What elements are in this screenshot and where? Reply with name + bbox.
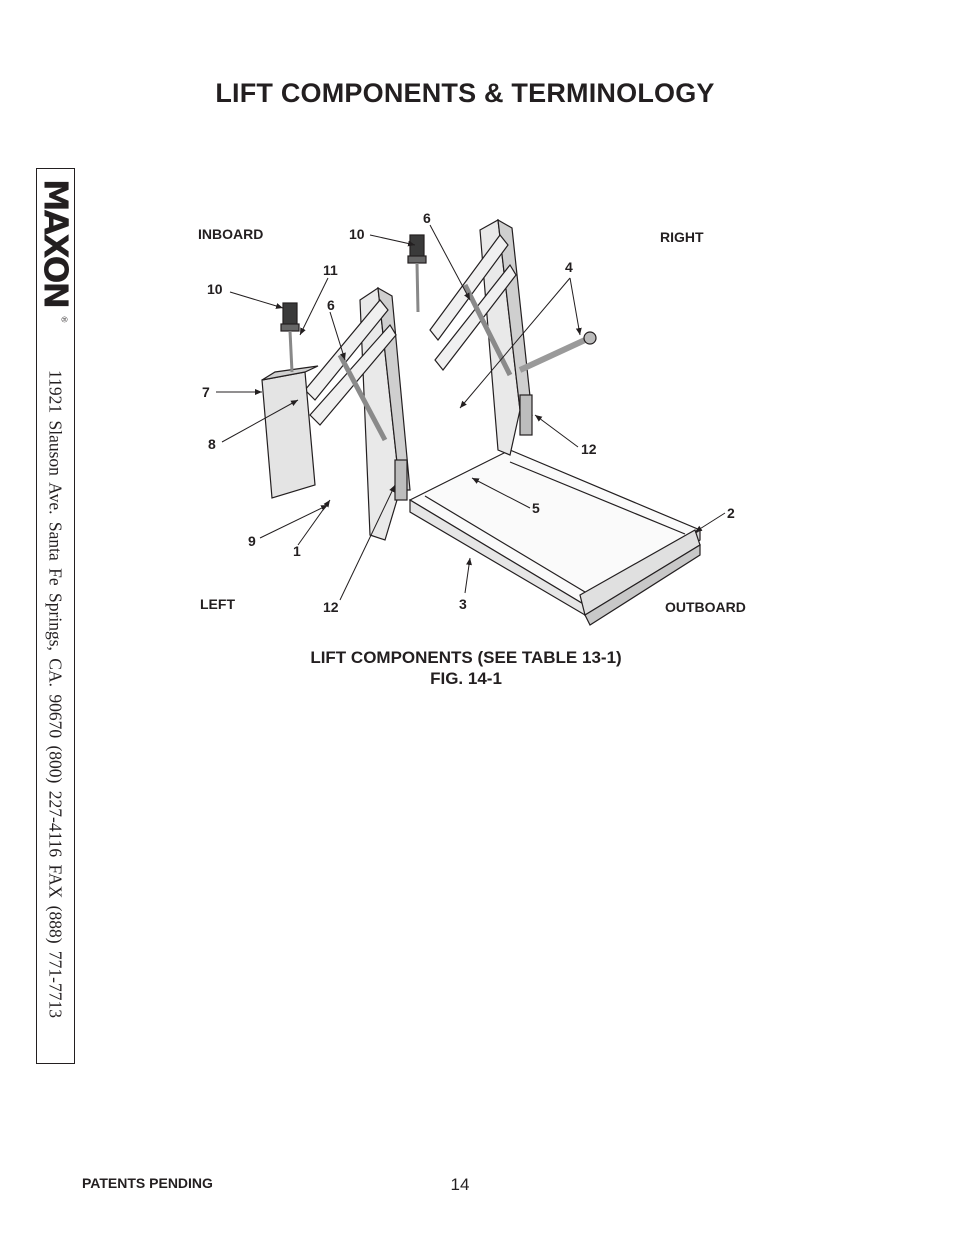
callout-6-left: 6: [327, 297, 335, 313]
callout-4: 4: [565, 259, 573, 275]
maxon-logo: MAXON: [36, 173, 76, 313]
callout-10-left: 10: [207, 281, 223, 297]
callout-1: 1: [293, 543, 301, 559]
maxon-logo-text: MAXON: [36, 178, 76, 308]
label-outboard: OUTBOARD: [665, 599, 746, 615]
caption-line-1: LIFT COMPONENTS (SEE TABLE 13-1): [310, 648, 622, 667]
callout-3: 3: [459, 596, 467, 612]
maxon-sidebar: MAXON ® 11921 Slauson Ave. Santa Fe Spri…: [36, 168, 76, 1064]
page-number: 14: [450, 1175, 470, 1194]
label-left: LEFT: [200, 596, 235, 612]
lift-illustration: [216, 218, 726, 626]
company-address: 11921 Slauson Ave. Santa Fe Springs, CA.…: [45, 370, 66, 1018]
caption-line-2: FIG. 14-1: [430, 669, 502, 688]
address-block: 11921 Slauson Ave. Santa Fe Springs, CA.…: [37, 329, 73, 1059]
label-inboard: INBOARD: [198, 226, 264, 242]
callout-10-right: 10: [349, 226, 365, 242]
callout-5: 5: [532, 500, 540, 516]
callout-12-right: 12: [581, 441, 597, 457]
callout-9: 9: [248, 533, 256, 549]
label-right: RIGHT: [660, 229, 704, 245]
figure-caption: LIFT COMPONENTS (SEE TABLE 13-1) FIG. 14…: [260, 647, 672, 689]
registered-mark: ®: [59, 316, 69, 323]
callout-8: 8: [208, 436, 216, 452]
callout-12-left: 12: [323, 599, 339, 615]
page-title: LIFT COMPONENTS & TERMINOLOGY: [215, 78, 715, 108]
lift-diagram: INBOARD RIGHT LEFT OUTBOARD 6 10 11 10 6…: [180, 200, 800, 640]
patents-pending: PATENTS PENDING: [82, 1175, 213, 1191]
callout-2: 2: [727, 505, 735, 521]
callout-7: 7: [202, 384, 210, 400]
callout-6-right: 6: [423, 210, 431, 226]
callout-11: 11: [323, 262, 338, 278]
